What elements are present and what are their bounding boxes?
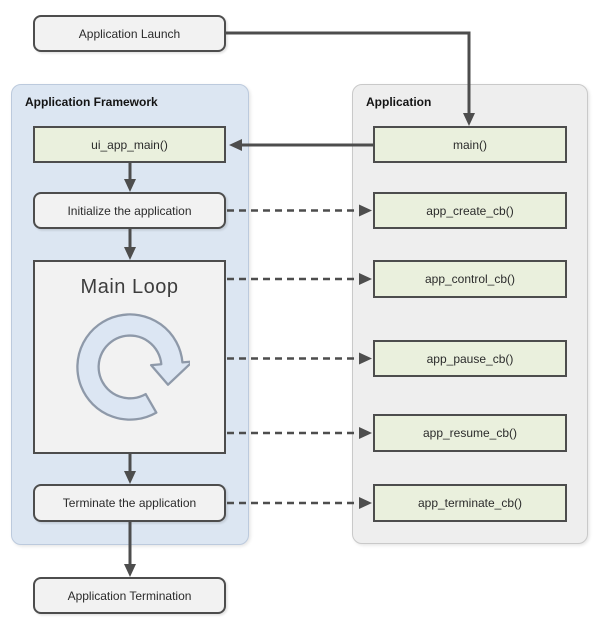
node-app-create-cb: app_create_cb() bbox=[373, 192, 567, 229]
node-app-control-cb: app_control_cb() bbox=[373, 260, 567, 298]
node-initialize-application: Initialize the application bbox=[33, 192, 226, 229]
node-main: main() bbox=[373, 126, 567, 163]
node-app-resume-cb: app_resume_cb() bbox=[373, 414, 567, 452]
loop-icon bbox=[75, 313, 190, 421]
node-terminate-application: Terminate the application bbox=[33, 484, 226, 522]
panel-application-title: Application bbox=[366, 95, 432, 109]
node-main-loop: Main Loop bbox=[33, 260, 226, 454]
main-loop-title: Main Loop bbox=[80, 276, 179, 298]
node-application-termination: Application Termination bbox=[33, 577, 226, 614]
node-app-terminate-cb: app_terminate_cb() bbox=[373, 484, 567, 522]
node-ui-app-main: ui_app_main() bbox=[33, 126, 226, 163]
node-application-launch: Application Launch bbox=[33, 15, 226, 52]
panel-application-framework-title: Application Framework bbox=[25, 95, 158, 109]
node-app-pause-cb: app_pause_cb() bbox=[373, 340, 567, 377]
